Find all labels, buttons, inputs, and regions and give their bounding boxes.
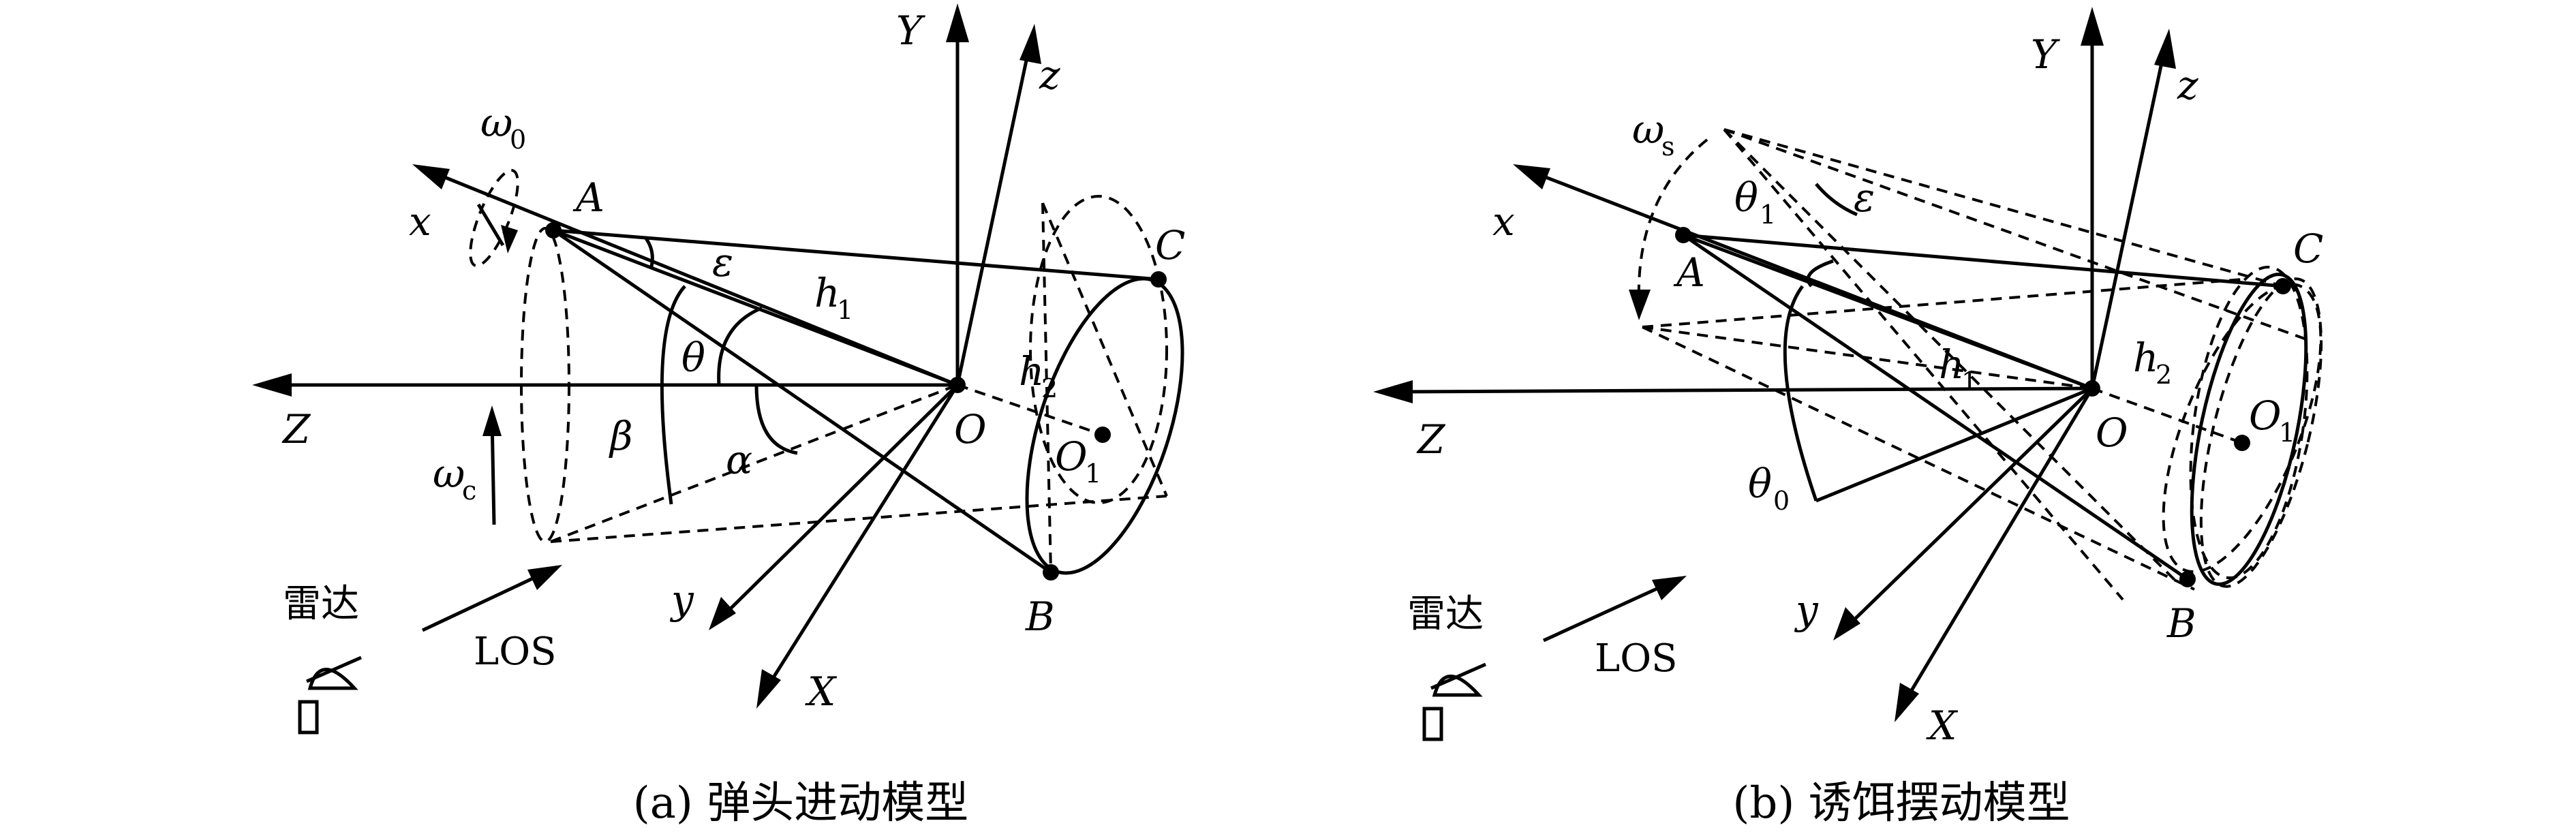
label-h1: h xyxy=(814,270,840,316)
label-X: X xyxy=(1926,702,1959,749)
label-O: O xyxy=(2096,410,2128,456)
label-omegac: ω xyxy=(433,450,465,497)
label-Y: Y xyxy=(2031,31,2060,78)
label-omega0-sub: 0 xyxy=(510,125,526,155)
label-Y: Y xyxy=(896,7,925,54)
label-z: z xyxy=(2177,62,2198,108)
label-radar: 雷达 xyxy=(1407,592,1484,636)
label-radar: 雷达 xyxy=(283,582,359,626)
label-A: A xyxy=(1673,249,1705,296)
label-alpha: α xyxy=(726,437,752,483)
label-h2: h xyxy=(1019,348,1044,395)
label-theta: θ xyxy=(681,335,705,381)
panel-b: Y z x Z y X A B C O O 1 ω s θ 1 θ 0 ε h … xyxy=(1373,7,2323,829)
label-y: y xyxy=(1794,587,1819,633)
label-O1: O xyxy=(2249,392,2282,439)
label-theta0-sub: 0 xyxy=(1773,486,1790,516)
label-epsilon: ε xyxy=(712,239,733,285)
label-los: LOS xyxy=(474,630,556,674)
label-epsilon: ε xyxy=(1854,174,1875,221)
label-X: X xyxy=(805,668,838,715)
panel-a-labels: Y z x Z y X A B C O O 1 ω 0 ω c ε θ β α … xyxy=(281,7,1185,715)
label-omegas-sub: s xyxy=(1661,132,1675,161)
label-C: C xyxy=(2293,226,2323,272)
label-O1-sub: 1 xyxy=(2279,418,2295,448)
label-B: B xyxy=(1025,593,1055,640)
panel-a-points xyxy=(545,222,1167,581)
label-h2: h xyxy=(2133,335,2158,381)
label-C: C xyxy=(1155,222,1185,268)
panel-a-angles xyxy=(644,237,798,505)
label-theta1: θ xyxy=(1734,174,1758,221)
label-beta: β xyxy=(609,413,633,459)
label-theta1-sub: 1 xyxy=(1760,200,1776,230)
label-h2-sub: 2 xyxy=(1041,373,1058,403)
label-Z: Z xyxy=(281,406,311,452)
panel-a-radar-icon xyxy=(298,655,363,735)
label-Z: Z xyxy=(1416,416,1446,463)
label-h1-sub: 1 xyxy=(837,295,853,325)
label-omegac-sub: c xyxy=(462,476,476,506)
label-theta0: θ xyxy=(1748,461,1772,507)
label-h1: h xyxy=(1939,341,1964,388)
label-x: x xyxy=(1492,198,1515,245)
panel-b-points xyxy=(1675,227,2291,587)
label-x: x xyxy=(409,198,431,245)
label-O1-sub: 1 xyxy=(1085,459,1101,489)
label-z: z xyxy=(1039,52,1060,98)
label-omegas: ω xyxy=(1632,106,1664,153)
panel-b-radar-icon xyxy=(1422,662,1487,741)
panel-a-axes xyxy=(252,3,1041,709)
label-los: LOS xyxy=(1595,636,1677,681)
label-h1-sub: 1 xyxy=(1961,367,1978,397)
label-B: B xyxy=(2166,600,2196,647)
label-O1: O xyxy=(1055,433,1088,480)
label-A: A xyxy=(572,174,604,221)
label-y: y xyxy=(669,576,694,623)
panel-b-caption: (b) 诱饵摆动模型 xyxy=(1732,778,2070,829)
panel-a: Y z x Z y X A B C O O 1 ω 0 ω c ε θ β α … xyxy=(252,3,1185,829)
panel-a-caption: (a) 弹头进动模型 xyxy=(633,778,968,829)
panel-b-labels: Y z x Z y X A B C O O 1 ω s θ 1 θ 0 ε h … xyxy=(1407,31,2323,749)
panel-b-cone xyxy=(1629,128,2323,601)
panel-b-axes xyxy=(1373,7,2176,722)
label-h2-sub: 2 xyxy=(2156,360,2172,390)
label-omega0: ω xyxy=(480,99,512,146)
panel-b-angles xyxy=(1783,183,1858,501)
label-O: O xyxy=(954,406,987,452)
